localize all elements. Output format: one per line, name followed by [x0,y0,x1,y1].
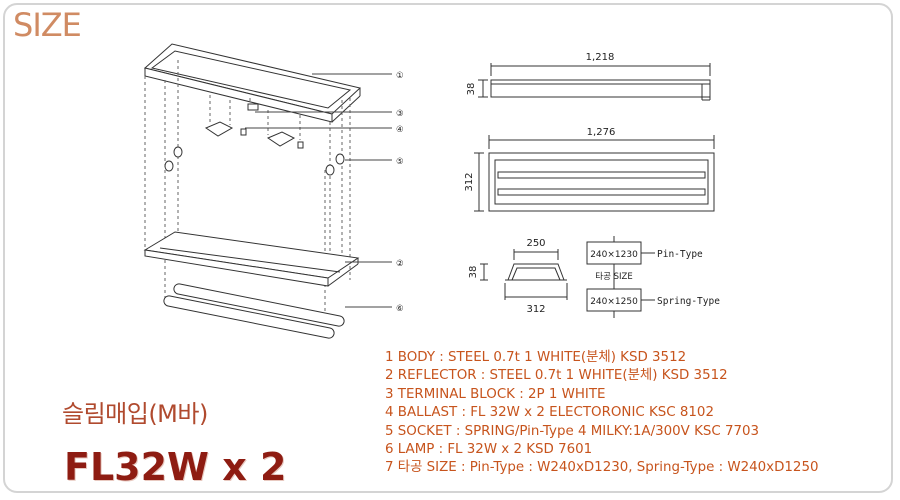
dim-front-width: 1,276 [587,127,616,138]
callout-4: ④ [396,125,404,135]
cutout-diagram [586,236,655,318]
body-frame [143,43,362,123]
lamps [163,283,345,339]
spec-item: 2 REFLECTOR : STEEL 0.7t 1 WHITE(분체) KSD… [385,368,728,384]
top-view [478,63,711,101]
cutout-size-label: 타공 SIZE [595,272,632,282]
spec-item: 3 TERMINAL BLOCK : 2P 1 WHITE [385,386,606,402]
reflector [143,231,360,287]
callout-1: ① [396,71,404,81]
spec-item: 5 SOCKET : SPRING/Pin-Type 4 MILKY:1A/30… [385,423,760,439]
callout-2: ② [396,259,404,269]
spec-list: 1 BODY : STEEL 0.7t 1 WHITE(분체) KSD 3512… [385,349,818,478]
front-view [474,135,715,212]
callout-labels: ① ③ ④ ⑤ ② ⑥ [396,71,404,314]
callout-3: ③ [396,109,404,119]
callout-5: ⑤ [396,157,404,167]
product-subtitle: 슬림매입(M바) [62,400,208,428]
spring-type-label: Spring-Type [657,296,720,307]
pin-type-label: Pin-Type [657,249,703,260]
dim-side-top: 250 [526,238,545,249]
ballast [204,121,304,149]
dim-side-bottom: 312 [526,304,545,315]
spring-type-size: 240×1250 [590,297,638,307]
dim-top-height: 38 [466,83,477,96]
terminal-block [247,103,259,111]
side-view [480,249,568,300]
spec-item: 6 LAMP : FL 32W x 2 KSD 7601 [385,442,593,458]
sockets [164,146,345,176]
callout-leaders [245,73,392,308]
spec-item: 1 BODY : STEEL 0.7t 1 WHITE(분체) KSD 3512 [385,350,687,365]
callout-6: ⑥ [396,304,404,314]
spec-item: 4 BALLAST : FL 32W x 2 ELECTORONIC KSC 8… [385,405,714,421]
dim-front-height: 312 [464,172,475,191]
pin-type-size: 240×1230 [590,250,638,260]
dim-top-width: 1,218 [586,52,615,63]
product-model: FL32W x 2 [64,445,287,489]
spec-item: 7 타공 SIZE : Pin-Type : W240xD1230, Sprin… [385,460,819,476]
page-title: SIZE [13,6,82,44]
dim-side-height: 38 [468,266,479,279]
